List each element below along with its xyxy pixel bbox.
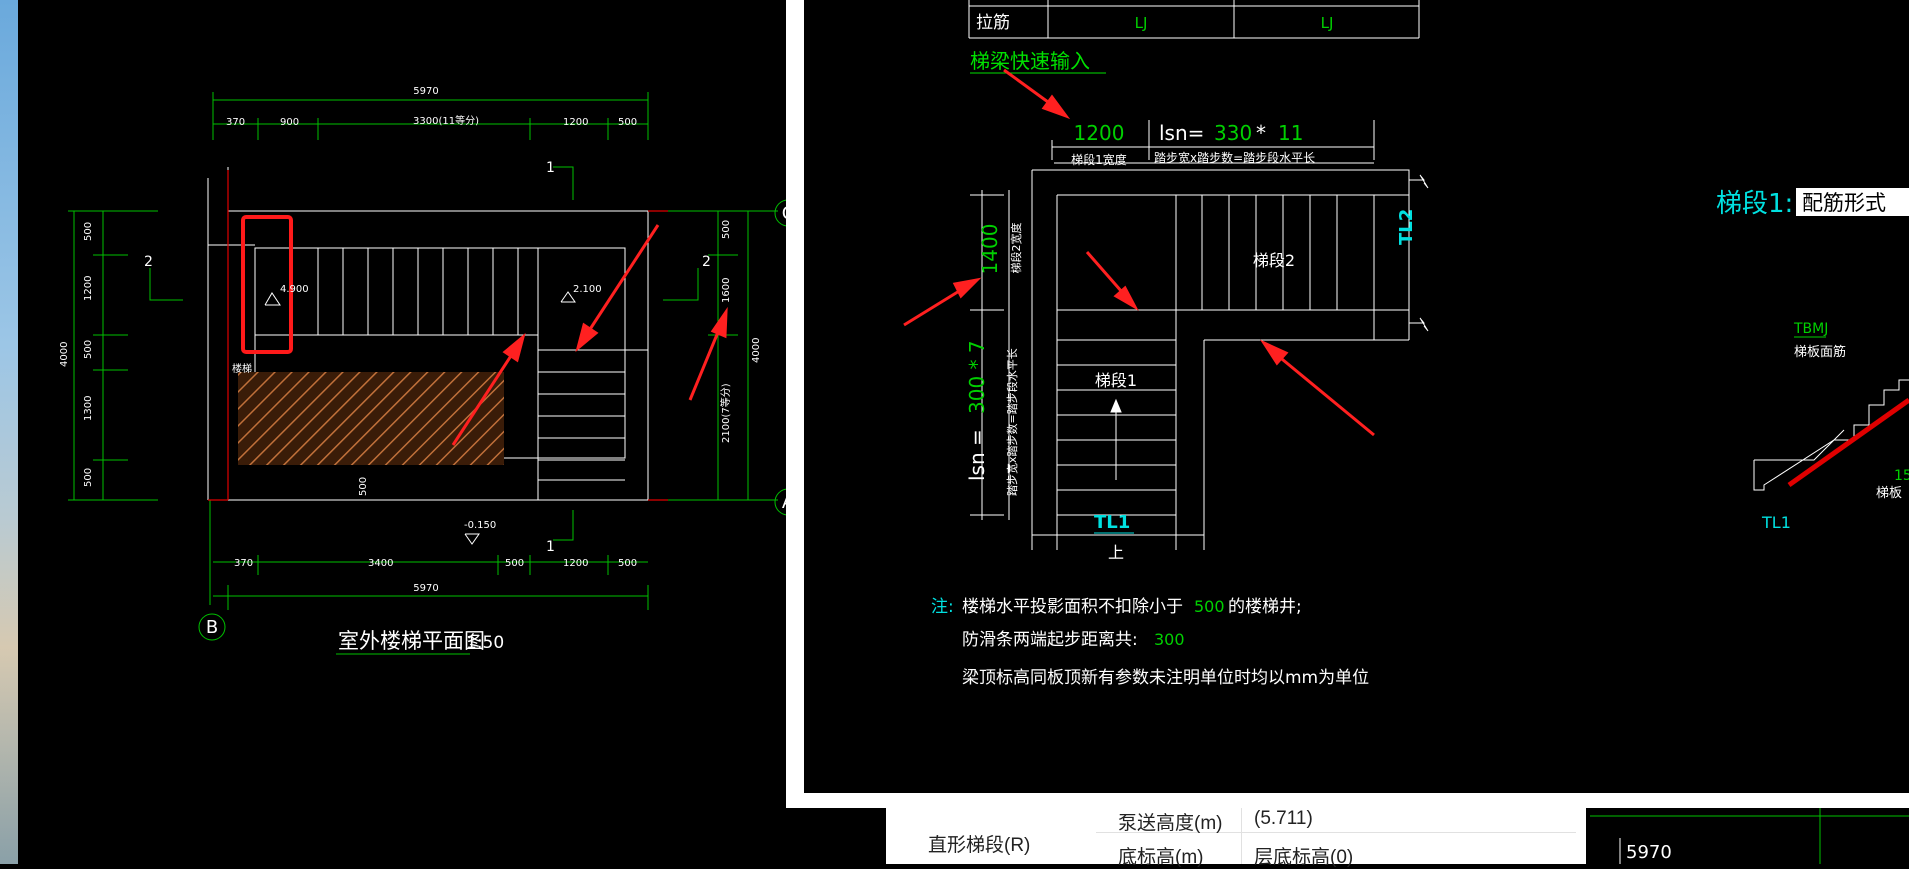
dim-left-4: 1300 [83,396,94,421]
tl1-label: TL1 [1094,512,1130,533]
lsn2-caption: 踏步宽x踏步数=踏步段水平长 [1005,348,1019,496]
tbmj-label: TBMJ [1793,321,1828,337]
cad-plan-drawing: 5970 370 900 3300(11等分) 1200 500 370 340… [18,0,808,864]
table-cell-1: LJ [1135,14,1148,32]
dim-right-1: 500 [721,220,732,239]
dialog-canvas-area: 拉筋 LJ LJ 梯梁快速输入 [804,0,1909,793]
lsn-label: lsn= [1159,121,1204,145]
tl2-label: TL2 [1396,209,1417,245]
dim-left-5: 500 [83,468,94,487]
reinforcement-select[interactable] [1796,188,1909,216]
table-cell-2: LJ [1321,14,1334,32]
note1-suffix: 的楼梯井; [1228,597,1302,617]
bottom-elevation-label: 底标高(m) [1118,847,1204,868]
right-plate-label: 梯板 [1876,486,1902,501]
right-segment-label: 梯段1: [1716,189,1793,219]
dim-left-2: 1200 [83,276,94,301]
viewport-canvas: 5970 [1590,808,1909,864]
table-row-label: 拉筋 [976,13,1010,33]
note2-number: 300 [1154,630,1185,649]
seg2-width-caption: 梯段2宽度 [1009,223,1023,274]
section-mark-right: 2 [702,254,711,270]
lsn-tread-value[interactable]: 330 [1214,121,1252,145]
lsn-multiply: * [1256,121,1266,145]
right-tl1-label: TL1 [1761,513,1791,532]
dim-bottom-3: 500 [505,558,524,569]
elev-upper: 4.900 [280,284,309,295]
note-prefix: 注: [931,597,954,617]
dim-bottom-2: 3400 [368,558,393,569]
dim-top-total: 5970 [413,86,438,97]
seg1-label: 梯段1 [1095,371,1137,390]
hatched-void [238,372,504,465]
dim-right-2: 1600 [721,278,732,303]
dim-right-3: 2100(7等分) [719,383,732,443]
plan-title: 室外楼梯平面图 [338,629,485,653]
property-panel: 直形梯段(R) 泵送高度(m) (5.711) 底标高(m) 层底标高(0) [886,808,1586,868]
lsn2-label: lsn = [965,429,989,481]
stair-diagram: 拉筋 LJ LJ 梯梁快速输入 [903,0,1909,688]
elev-mid: 2.100 [573,284,602,295]
plan-canvas: 5970 370 900 3300(11等分) 1200 500 370 340… [59,86,802,655]
dim-top-1: 370 [226,117,245,128]
dim-top-3: 3300(11等分) [413,114,479,127]
elev-low: -0.150 [464,520,496,531]
seg1-width-value[interactable]: 1200 [1074,121,1125,145]
dim-bottom-total: 5970 [413,583,438,594]
section-mark-bottom: 1 [546,539,555,555]
dim-top-4: 1200 [563,117,588,128]
cad-viewport-strip: 5970 [1590,808,1909,864]
highlight-box [241,215,293,354]
plate-face-label: 梯板面筋 [1794,344,1846,360]
axis-b-label: B [206,617,218,638]
note1-number: 500 [1194,597,1225,616]
dim-left-total: 4000 [59,342,70,367]
dim-bottom-5: 500 [618,558,637,569]
plan-scale: 1:50 [466,633,504,653]
reinforcement-select-value: 配筋形式 [1802,191,1886,215]
dim-right-total: 4000 [751,338,762,363]
dim-inner: 500 [358,477,369,496]
dim-top-2: 900 [280,117,299,128]
viewport-coordinate: 5970 [1626,842,1672,863]
lsn-count-value[interactable]: 11 [1278,121,1303,145]
note1-text: 楼梯水平投影面积不扣除小于 [962,597,1183,617]
seg2-width-value[interactable]: 1400 [978,224,1002,275]
pump-height-label: 泵送高度(m) [1118,813,1223,834]
dim-left-1: 500 [83,222,94,241]
lsn2-value[interactable]: 300 * 7 [965,340,989,414]
note3-text: 梁顶标高同板顶新有参数未注明单位时均以mm为单位 [962,668,1369,688]
section-mark-top: 1 [546,160,555,176]
component-tree-item[interactable]: 直形梯段(R) [928,835,1031,856]
desktop-wallpaper [0,0,18,864]
dim-top-5: 500 [618,117,637,128]
stair-parameter-dialog: 拉筋 LJ LJ 梯梁快速输入 [786,0,1909,808]
note2-text: 防滑条两端起步距离共: [962,630,1138,650]
dim-bottom-4: 1200 [563,558,588,569]
up-label: 上 [1108,543,1124,562]
right-number: 15 [1894,468,1909,484]
bottom-elevation-value[interactable]: 层底标高(0) [1254,847,1354,868]
seg2-label: 梯段2 [1253,251,1295,270]
section-mark-left: 2 [144,254,153,270]
side-label: 楼梯 [232,362,252,375]
quick-input-link[interactable]: 梯梁快速输入 [970,49,1090,73]
dim-left-3: 500 [83,340,94,359]
dim-bottom-1: 370 [234,558,253,569]
lsn-caption: 踏步宽x踏步数=踏步段水平长 [1154,150,1315,165]
seg1-width-caption: 梯段1宽度 [1071,152,1127,167]
pump-height-value[interactable]: (5.711) [1254,808,1313,829]
